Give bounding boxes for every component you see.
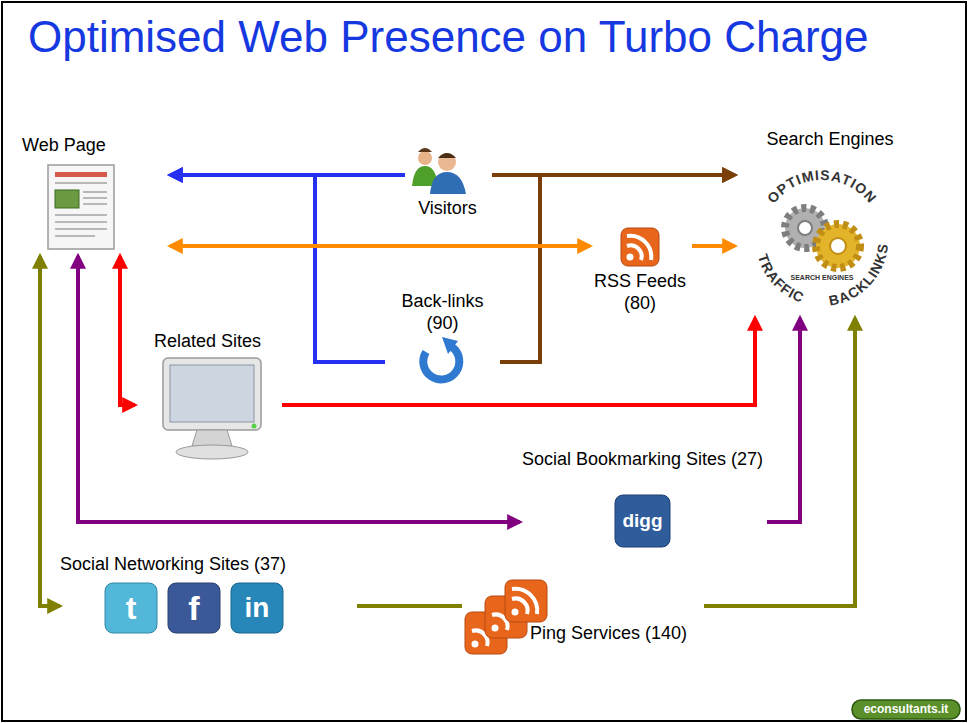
web-page-icon <box>55 221 107 223</box>
monitor-icon <box>176 445 248 459</box>
ping-rss-icons <box>492 625 499 632</box>
visitors-icon <box>430 172 466 194</box>
rss-feeds-node: RSS Feeds (80) <box>590 226 692 321</box>
logo-caption: SEARCH ENGINES <box>790 274 853 281</box>
ping-rss-icons <box>512 598 528 614</box>
logo-word: TRAFFIC <box>755 252 807 306</box>
visitors-icon <box>418 148 432 152</box>
search-engine-logo <box>830 238 846 254</box>
web-page-icon <box>55 235 95 237</box>
web-page-icon <box>83 203 107 205</box>
monitor-icon <box>163 358 261 430</box>
rss-icon <box>627 245 642 260</box>
connector-arrow <box>282 318 755 405</box>
web-page-node: Web Page <box>22 134 170 256</box>
social-bookmarking-node: Social Bookmarking Sites (27) <box>520 448 767 548</box>
web-page-icon <box>55 182 107 184</box>
node-label: Web Page <box>22 134 132 156</box>
ping-rss-icons <box>505 580 547 622</box>
search-engine-logo <box>785 208 860 268</box>
social-network-icons <box>231 583 283 633</box>
rss-icon <box>627 254 634 261</box>
search-engine-logo <box>816 224 860 268</box>
logo-word: OPTIMISATION <box>764 167 880 206</box>
node-label: Visitors <box>405 197 490 219</box>
ping-rss-icons <box>472 641 479 648</box>
back-links-node: Back-links (90) <box>385 290 500 390</box>
digg-icon <box>615 495 670 547</box>
connector-arrow <box>170 244 590 248</box>
visitors-icon <box>438 153 456 158</box>
back-links-icon <box>423 347 459 379</box>
web-page-icon <box>48 165 114 249</box>
rss-icon <box>627 236 651 260</box>
slide-title: Optimised Web Presence on Turbo Charge <box>28 12 869 62</box>
footer-badge <box>852 700 960 719</box>
node-label: RSS Feeds (80) <box>590 270 690 314</box>
monitor-icon <box>192 430 232 446</box>
web-page-icon <box>55 214 107 216</box>
visitors-icon <box>412 148 466 194</box>
rss-icon <box>621 228 659 266</box>
connector-arrow <box>78 256 520 522</box>
web-page-icon <box>83 197 107 199</box>
node-label: Related Sites <box>135 330 280 352</box>
web-page-icon <box>55 172 107 177</box>
web-page-icon <box>55 228 107 230</box>
web-page-icon <box>55 190 79 208</box>
connector-arrow <box>357 604 462 608</box>
logo-word-path: TRAFFIC <box>755 252 807 306</box>
footer-brand: econsultants.it <box>852 701 960 718</box>
social-network-icons <box>105 583 283 633</box>
web-page-icon <box>83 191 107 193</box>
monitor-icon <box>252 424 257 429</box>
social-network-icons <box>168 583 220 633</box>
back-links-icon <box>423 337 459 379</box>
node-label: Social Networking Sites (37) <box>60 553 355 575</box>
connector-arrow <box>692 244 735 248</box>
logo-word: BACKLINKS <box>827 242 891 309</box>
ping-rss-icons <box>512 609 519 616</box>
connector-arrow <box>767 318 800 522</box>
visitors-icon <box>438 153 456 171</box>
search-engines-node: Search Engines <box>735 128 925 318</box>
social-networking-node: Social Networking Sites (37) <box>60 553 357 633</box>
logo-word-path: BACKLINKS <box>827 242 891 309</box>
ping-rss-icons <box>512 589 537 614</box>
back-links-icon <box>442 337 458 354</box>
social-network-icons <box>105 583 157 633</box>
node-label: Social Bookmarking Sites (27) <box>520 448 765 470</box>
search-engine-logo <box>798 221 812 235</box>
node-label: Search Engines <box>740 128 920 150</box>
node-label: Back-links (90) <box>390 290 495 334</box>
node-label: Ping Services (140) <box>530 622 702 644</box>
monitor-icon <box>163 358 261 459</box>
digg-icon <box>615 495 670 547</box>
footer-badge <box>852 700 960 719</box>
visitors-node: Visitors <box>405 145 492 221</box>
ping-services-node: Ping Services (140) <box>462 578 704 658</box>
twitter-logo-text: t <box>105 589 157 627</box>
connector-arrow <box>40 256 60 606</box>
facebook-logo-text: f <box>168 589 220 627</box>
monitor-icon <box>170 365 254 422</box>
web-page-icon <box>48 165 114 249</box>
linkedin-logo-text: in <box>231 589 283 627</box>
connector-arrow <box>120 256 135 405</box>
visitors-icon <box>418 151 432 165</box>
digg-logo-text: digg <box>615 507 670 535</box>
related-sites-node: Related Sites <box>135 330 282 465</box>
rss-icon <box>621 228 659 266</box>
logo-word-path: OPTIMISATION <box>764 167 880 206</box>
connector-arrow <box>500 175 735 362</box>
